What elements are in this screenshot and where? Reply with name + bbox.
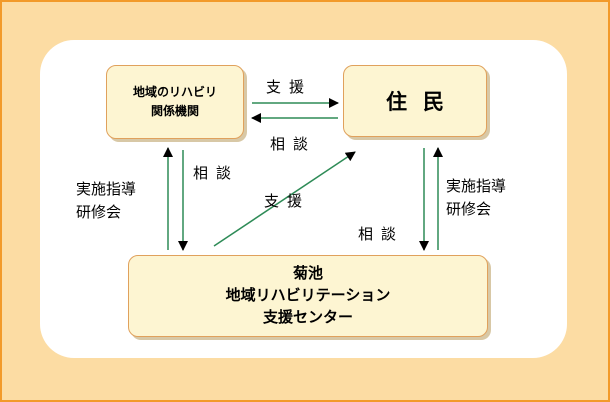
edge-label-training-left-line1: 実施指導 xyxy=(76,180,137,198)
edge-label-consult-right: 相談 xyxy=(358,225,405,243)
node-related-organizations-line2: 関係機関 xyxy=(150,104,199,118)
edge-label-training-right-line2: 研修会 xyxy=(446,200,492,219)
edge-label-training-left: 実施指導 研修会 xyxy=(76,178,136,225)
node-related-organizations: 地域のリハビリ 関係機関 xyxy=(106,65,244,139)
edge-label-training-left-line2: 研修会 xyxy=(76,203,122,222)
node-related-organizations-line1: 地域のリハビリ xyxy=(132,85,217,100)
node-support-center-line1: 菊池 xyxy=(292,264,323,283)
node-support-center-line3: 支援センター xyxy=(262,307,353,326)
edge-label-training-right: 実施指導 研修会 xyxy=(446,175,506,222)
edge-label-consult-top: 相談 xyxy=(270,135,317,153)
node-support-center: 菊池 地域リハビリテーション 支援センター xyxy=(128,255,488,337)
edge-label-training-right-line1: 実施指導 xyxy=(446,177,507,195)
node-residents-label: 住民 xyxy=(386,90,460,114)
node-support-center-line2: 地域リハビリテーション xyxy=(225,286,391,305)
node-residents: 住民 xyxy=(343,65,487,137)
edge-label-consult-left: 相談 xyxy=(193,164,240,182)
edge-label-support-top: 支援 xyxy=(266,78,313,96)
edge-label-support-diagonal: 支援 xyxy=(264,192,311,210)
